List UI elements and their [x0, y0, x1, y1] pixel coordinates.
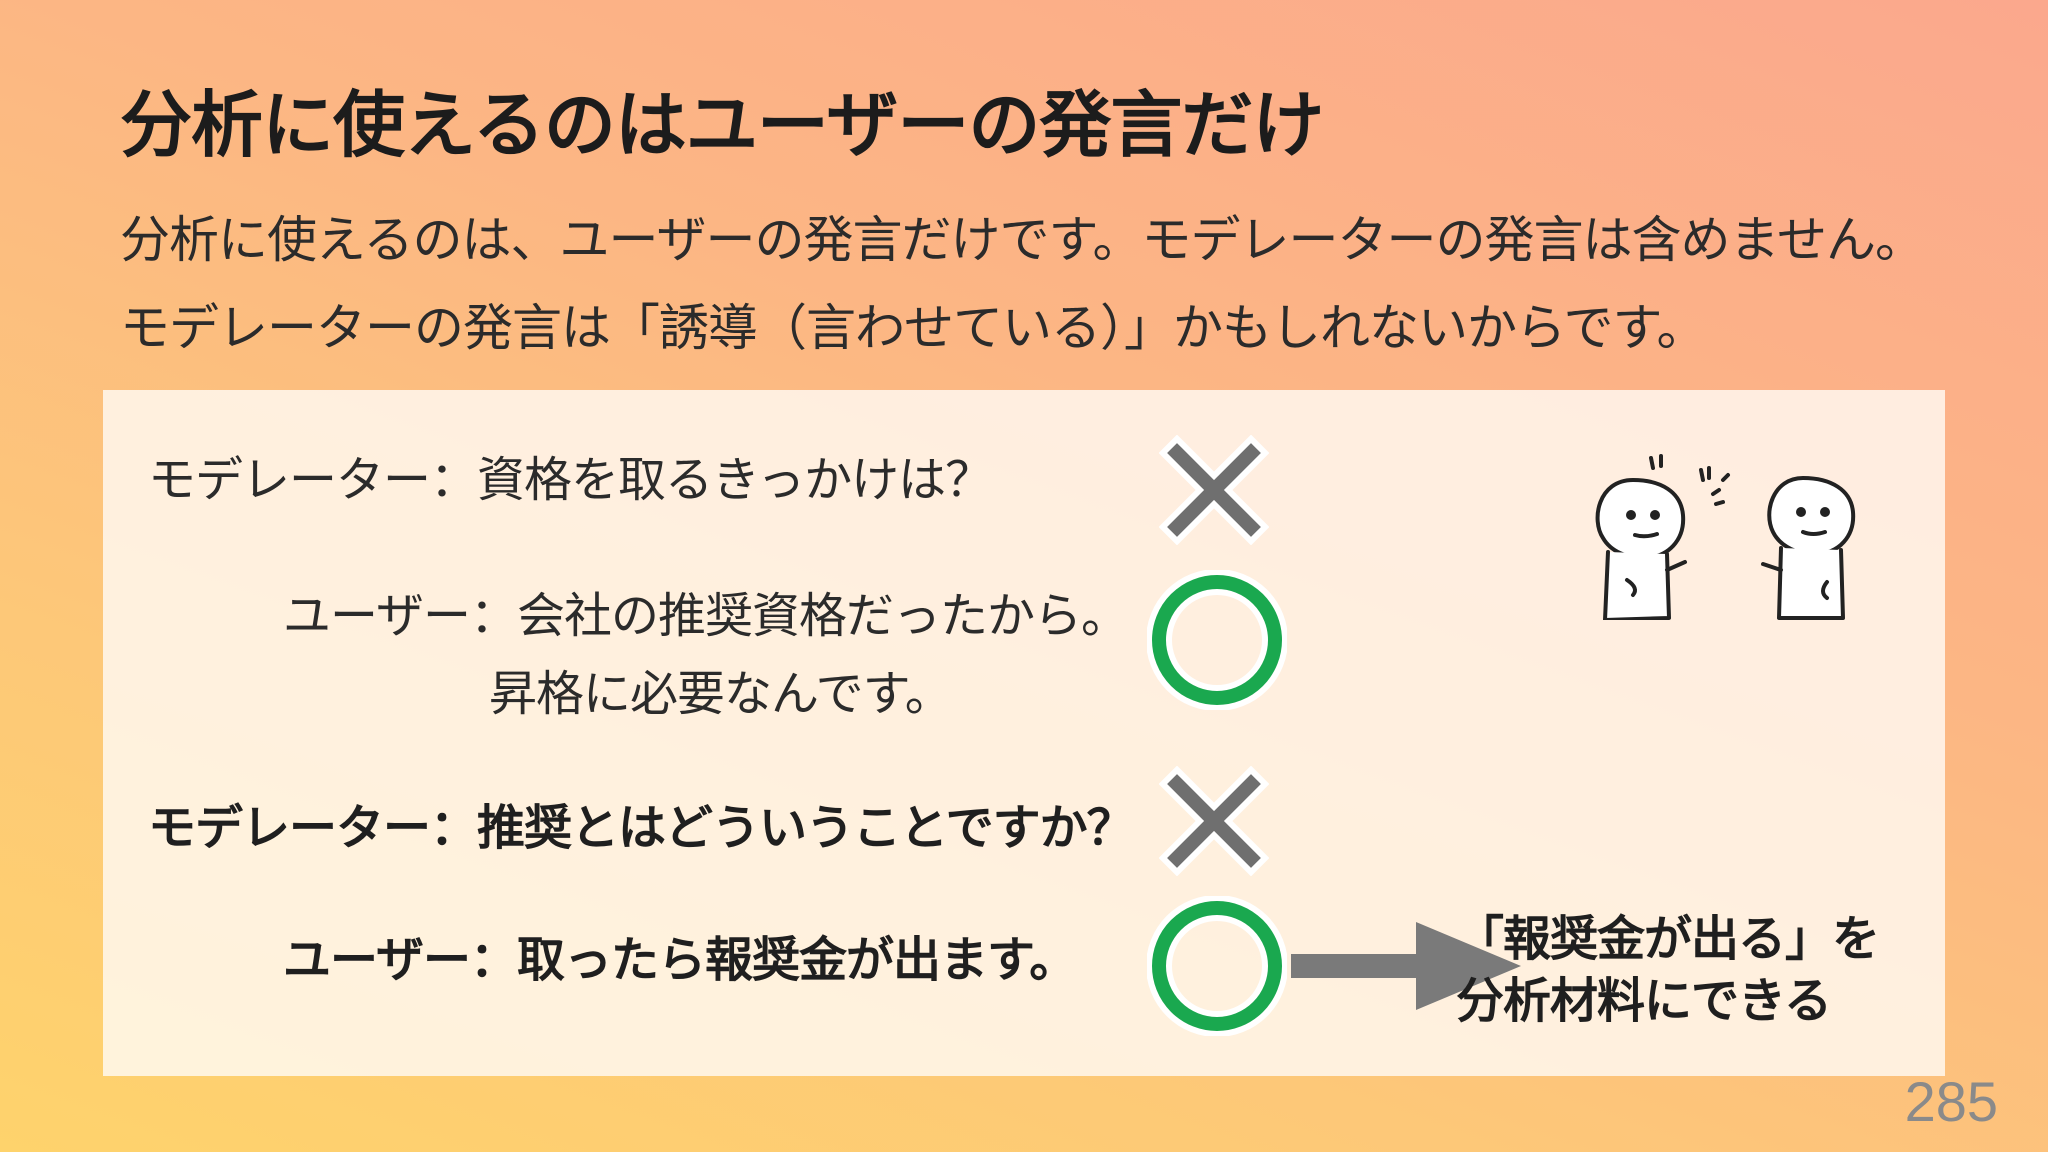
- lead-text-line-1: 分析に使えるのは、ユーザーの発言だけです。モデレーターの発言は含めません。: [120, 211, 1925, 269]
- dialogue-line-2-continued: 昇格に必要なんです。: [489, 666, 953, 722]
- result-text: 「報奨金が出る」を 分析材料にできる: [1456, 908, 1880, 1032]
- result-line-1: 「報奨金が出る」を: [1456, 911, 1880, 967]
- dialogue-line-4: ユーザー：取ったら報奨金が出ます。: [283, 920, 1077, 990]
- result-line-2: 分析材料にできる: [1456, 973, 1832, 1029]
- speaker-label: ユーザー：: [283, 932, 518, 988]
- lead-text-line-2: モデレーターの発言は「誘導（言わせている）」かもしれないからです。: [120, 299, 1706, 357]
- utterance-text: 取ったら報奨金が出ます。: [517, 932, 1077, 988]
- cross-icon: [1159, 766, 1269, 876]
- slide-title: 分析に使えるのはユーザーの発言だけ: [120, 83, 1324, 167]
- speaker-label: モデレーター：: [148, 452, 478, 508]
- dialogue-line-1: モデレーター：資格を取るきっかけは？: [148, 440, 993, 510]
- circle-icon: [1147, 570, 1287, 710]
- utterance-text: 推奨とはどういうことですか？: [477, 800, 1135, 856]
- cross-icon: [1159, 435, 1269, 545]
- speaker-label: モデレーター：: [148, 800, 478, 856]
- dialogue-line-3: モデレーター：推奨とはどういうことですか？: [148, 788, 1135, 858]
- circle-icon: [1147, 896, 1287, 1036]
- dialogue-line-2: ユーザー：会社の推奨資格だったから。: [283, 576, 1129, 646]
- utterance-text: 資格を取るきっかけは？: [477, 452, 993, 508]
- two-people-talking-icon: [1595, 454, 1856, 620]
- dialogue-panel: モデレーター：資格を取るきっかけは？ ユーザー：会社の推奨資格だったから。 昇格…: [103, 390, 1945, 1076]
- speaker-label: ユーザー：: [283, 588, 518, 644]
- page-number: 285: [1904, 1070, 1998, 1133]
- arrow-right-icon: [1291, 922, 1521, 1010]
- utterance-text: 会社の推奨資格だったから。: [517, 588, 1129, 644]
